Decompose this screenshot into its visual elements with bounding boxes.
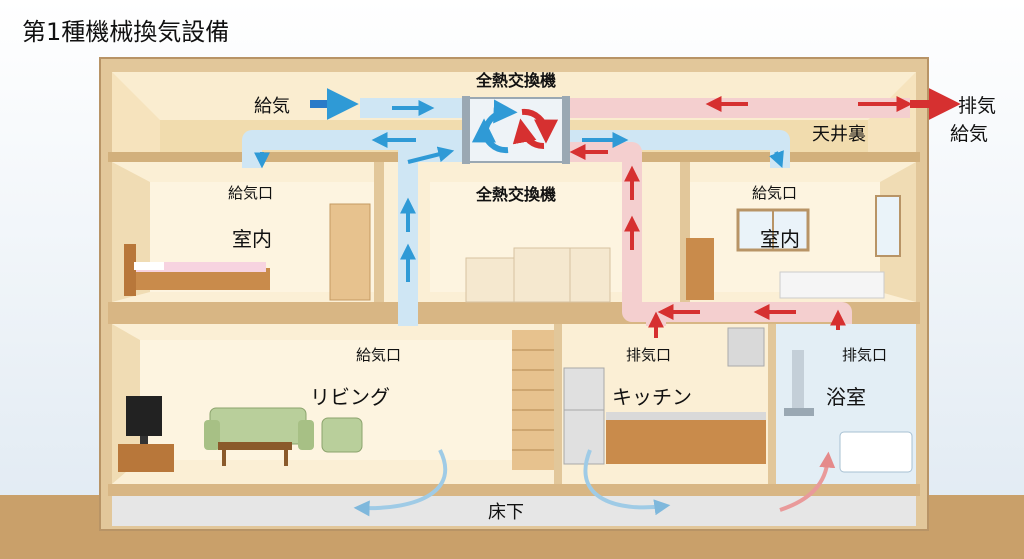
window-2f-right — [736, 208, 810, 252]
supply-vent-label-living: 給気口 — [356, 346, 401, 364]
exhaust-vent-label-bath: 排気口 — [842, 346, 887, 364]
underfloor-label: 床下 — [488, 502, 524, 523]
underfloor-flow-arrows — [353, 449, 836, 517]
heat-exchanger-label-mid: 全熱交換機 — [475, 185, 556, 204]
bathtub — [839, 431, 913, 473]
supply-flow-arrows — [254, 100, 784, 282]
attic-label: 天井裏 — [812, 124, 866, 145]
room-label-left: 室内 — [232, 227, 272, 251]
coffee-table — [218, 442, 292, 466]
living-label: リビング — [310, 385, 390, 409]
armchair — [321, 417, 363, 453]
sofa — [204, 407, 314, 450]
refrigerator — [563, 367, 605, 465]
heat-exchanger-unit — [462, 96, 570, 164]
shower — [784, 350, 814, 416]
heat-exchanger-label-top: 全熱交換機 — [475, 71, 556, 90]
bath-label: 浴室 — [826, 385, 866, 409]
kitchen-counter — [606, 412, 766, 464]
room-label-right: 室内 — [760, 227, 800, 251]
exhaust-out-label: 排気 — [958, 95, 996, 117]
range-hood — [727, 327, 765, 367]
exhaust-flow-arrows — [569, 96, 913, 338]
window-2f-side — [875, 195, 901, 257]
exhaust-vent-label-kitchen: 排気口 — [626, 346, 671, 364]
door-2f-left — [329, 203, 371, 301]
bed — [124, 244, 270, 296]
sofa-bed — [779, 271, 885, 299]
kitchen-label: キッチン — [612, 385, 692, 409]
tv — [118, 396, 174, 472]
supply-vent-label-right: 給気口 — [752, 184, 797, 202]
storage-boxes — [465, 247, 611, 303]
supply-in-label: 給気 — [254, 96, 290, 117]
stairs — [512, 330, 554, 470]
supply-vent-label-left: 給気口 — [228, 184, 273, 202]
diagram-title: 第1種機械換気設備 — [22, 18, 229, 46]
supply-out-label: 給気 — [950, 123, 988, 145]
dresser — [686, 238, 714, 300]
